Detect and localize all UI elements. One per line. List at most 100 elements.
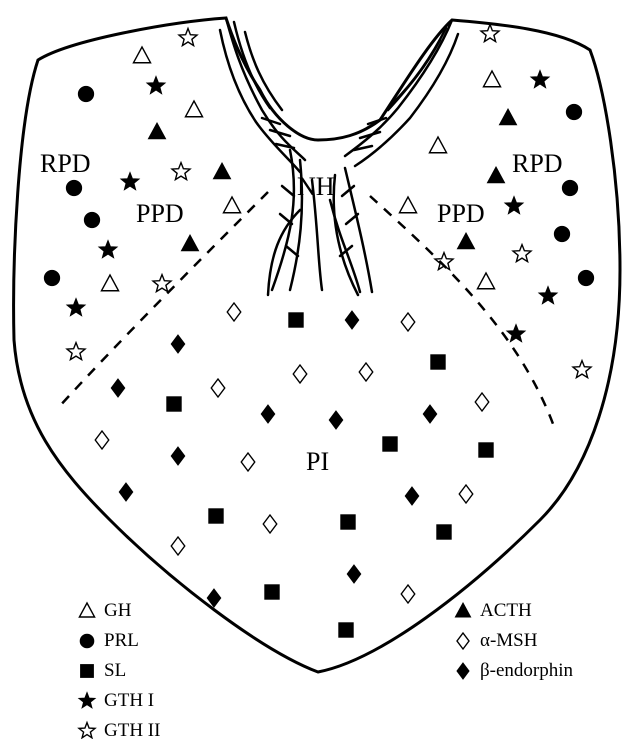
legend-label: α-MSH <box>480 630 537 652</box>
triangle-filled-icon <box>213 163 230 179</box>
star-filled-icon <box>505 197 523 214</box>
star-filled-icon <box>67 299 85 316</box>
star-filled-icon <box>76 690 98 712</box>
square-filled-icon <box>265 585 279 599</box>
diamond-filled-icon <box>345 311 359 329</box>
circle-filled-icon <box>78 86 93 101</box>
region-label-rpd-left: RPD <box>40 149 91 178</box>
legend-left: GH PRL SL GTH I GTH II <box>76 596 160 739</box>
diamond-open-icon <box>227 303 241 321</box>
boundary-right <box>370 196 556 432</box>
triangle-open-legend-mark <box>79 603 94 617</box>
legend-label: GTH II <box>104 720 160 739</box>
legend-label: PRL <box>104 630 139 652</box>
triangle-filled-icon <box>452 600 474 622</box>
triangle-open-icon <box>483 71 500 87</box>
star-filled-icon <box>99 241 117 258</box>
diamond-filled-icon <box>347 565 361 583</box>
circle-filled-icon <box>84 212 99 227</box>
square-filled-icon <box>383 437 397 451</box>
star-filled-legend-mark <box>79 693 95 708</box>
legend-label: GTH I <box>104 690 154 712</box>
triangle-open-icon <box>223 197 240 213</box>
star-open-icon <box>573 361 591 378</box>
gland-outline <box>14 18 620 672</box>
star-open-icon <box>513 245 531 262</box>
triangle-open-icon <box>399 197 416 213</box>
diamond-open-icon <box>459 485 473 503</box>
diamond-filled-icon <box>111 379 125 397</box>
legend-item-a-msh: α-MSH <box>452 626 573 656</box>
diamond-open-icon <box>241 453 255 471</box>
square-filled-icon <box>76 660 98 682</box>
region-label-ppd-right: PPD <box>437 199 485 228</box>
neurohypophysis-fibers <box>220 18 458 295</box>
diamond-open-icon <box>452 630 474 652</box>
star-open-icon <box>179 29 197 46</box>
diamond-filled-icon <box>171 447 185 465</box>
region-label-nh: NH <box>297 172 335 201</box>
star-open-icon <box>67 343 85 360</box>
diamond-filled-legend-mark <box>457 663 469 679</box>
circle-filled-icon <box>66 180 81 195</box>
legend-label: β-endorphin <box>480 660 573 682</box>
legend-item-sl: SL <box>76 656 160 686</box>
circle-filled-legend-mark <box>80 634 94 648</box>
diamond-filled-icon <box>452 660 474 682</box>
triangle-filled-legend-mark <box>455 603 470 617</box>
region-label-rpd-right: RPD <box>512 149 563 178</box>
diamond-open-icon <box>171 537 185 555</box>
legend-item-gth-ii: GTH II <box>76 716 160 739</box>
square-filled-legend-mark <box>81 665 94 678</box>
square-filled-icon <box>289 313 303 327</box>
circle-filled-icon <box>554 226 569 241</box>
square-filled-icon <box>341 515 355 529</box>
diamond-filled-icon <box>423 405 437 423</box>
circle-filled-icon <box>578 270 593 285</box>
triangle-open-icon <box>101 275 118 291</box>
diamond-open-icon <box>95 431 109 449</box>
legend-label: ACTH <box>480 600 532 622</box>
star-open-icon <box>481 25 499 42</box>
star-filled-icon <box>121 173 139 190</box>
square-filled-icon <box>437 525 451 539</box>
star-filled-icon <box>147 77 165 94</box>
legend-label: SL <box>104 660 126 682</box>
circle-filled-icon <box>566 104 581 119</box>
region-label-pi: PI <box>306 447 329 476</box>
triangle-open-icon <box>133 47 150 63</box>
circle-filled-icon <box>76 630 98 652</box>
triangle-filled-icon <box>181 235 198 251</box>
triangle-open-icon <box>76 600 98 622</box>
region-label-ppd-left: PPD <box>136 199 184 228</box>
triangle-open-icon <box>185 101 202 117</box>
legend-item-b-endorphin: β-endorphin <box>452 656 573 686</box>
legend-item-gh: GH <box>76 596 160 626</box>
diamond-open-icon <box>359 363 373 381</box>
square-filled-icon <box>339 623 353 637</box>
diamond-open-legend-mark <box>457 633 469 649</box>
star-open-legend-mark <box>79 723 95 738</box>
diamond-filled-icon <box>405 487 419 505</box>
star-open-icon <box>172 163 190 180</box>
diamond-open-icon <box>401 313 415 331</box>
diamond-open-icon <box>475 393 489 411</box>
star-open-icon <box>153 275 171 292</box>
triangle-filled-icon <box>499 109 516 125</box>
triangle-open-icon <box>429 137 446 153</box>
square-filled-icon <box>167 397 181 411</box>
diamond-open-icon <box>293 365 307 383</box>
cell-markers <box>44 25 593 638</box>
diamond-filled-icon <box>261 405 275 423</box>
square-filled-icon <box>479 443 493 457</box>
diamond-open-icon <box>401 585 415 603</box>
square-filled-icon <box>431 355 445 369</box>
circle-filled-icon <box>44 270 59 285</box>
legend-right: ACTH α-MSH β-endorphin <box>452 596 573 686</box>
star-filled-icon <box>539 287 557 304</box>
triangle-filled-icon <box>148 123 165 139</box>
triangle-filled-icon <box>457 233 474 249</box>
star-open-icon <box>76 720 98 739</box>
star-filled-icon <box>507 325 525 342</box>
